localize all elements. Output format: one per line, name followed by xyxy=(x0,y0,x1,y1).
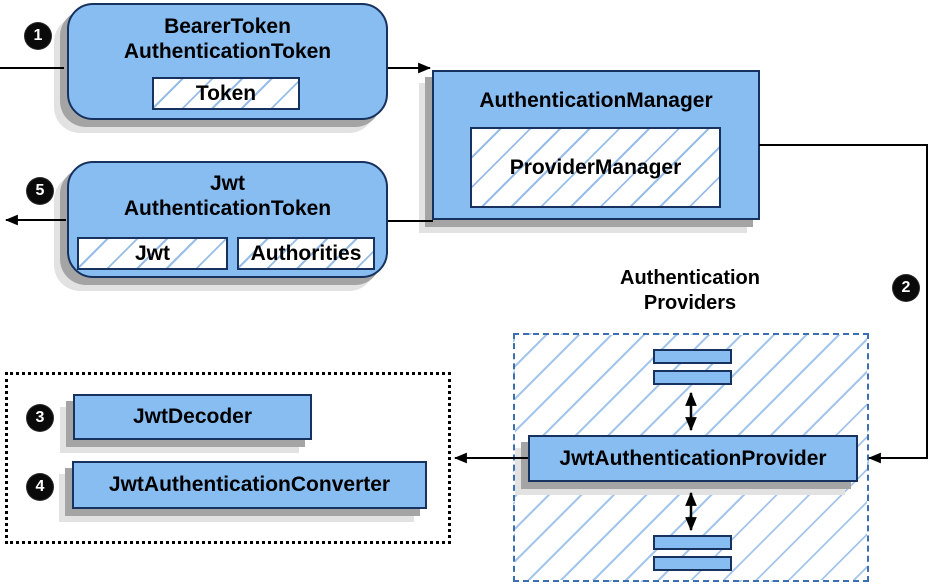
step-2-badge: 2 xyxy=(893,275,919,301)
provider-slot-bar xyxy=(653,556,732,571)
bearer-token-title-line2: AuthenticationToken xyxy=(123,40,332,63)
decoder-converter-group xyxy=(5,372,451,544)
provider-slot-bar xyxy=(653,370,732,385)
authorities-chip-label: Authorities xyxy=(250,242,362,265)
bearer-token-title: BearerToken AuthenticationToken xyxy=(69,14,386,64)
bearer-token-title-line1: BearerToken xyxy=(164,15,291,38)
step-3-badge: 3 xyxy=(27,405,53,431)
authorities-chip: Authorities xyxy=(237,237,375,270)
authentication-providers-label: Authentication Providers xyxy=(590,266,790,316)
jwt-authentication-token-node: Jwt AuthenticationToken Jwt Authorities xyxy=(67,161,388,278)
jwt-chip: Jwt xyxy=(77,237,228,270)
jwt-authentication-token-title: Jwt AuthenticationToken xyxy=(69,171,386,221)
authentication-manager-title: AuthenticationManager xyxy=(479,89,713,112)
jwt-token-title-line1: Jwt xyxy=(209,172,245,195)
jwt-authentication-provider-node: JwtAuthenticationProvider xyxy=(528,435,858,482)
jwt-token-title-line2: AuthenticationToken xyxy=(123,197,332,220)
provider-slot-bar xyxy=(653,535,732,550)
authentication-providers-label-line1: Authentication xyxy=(620,267,760,289)
bearer-token-authentication-token-node: BearerToken AuthenticationToken Token xyxy=(67,3,388,120)
provider-slot-bar xyxy=(653,349,732,364)
authentication-manager-node: AuthenticationManager ProviderManager xyxy=(432,70,760,220)
step-4-badge: 4 xyxy=(27,474,53,500)
provider-manager-chip: ProviderManager xyxy=(470,127,721,208)
authentication-providers-label-line2: Providers xyxy=(643,292,737,314)
jwt-chip-label: Jwt xyxy=(134,242,170,265)
jwt-decoder-node: JwtDecoder xyxy=(73,394,312,440)
provider-manager-chip-label: ProviderManager xyxy=(509,156,682,179)
token-chip: Token xyxy=(152,77,300,110)
token-chip-label: Token xyxy=(195,82,257,105)
jwt-authentication-converter-node: JwtAuthenticationConverter xyxy=(72,461,427,509)
step-1-badge: 1 xyxy=(25,23,51,49)
step-5-badge: 5 xyxy=(27,178,53,204)
